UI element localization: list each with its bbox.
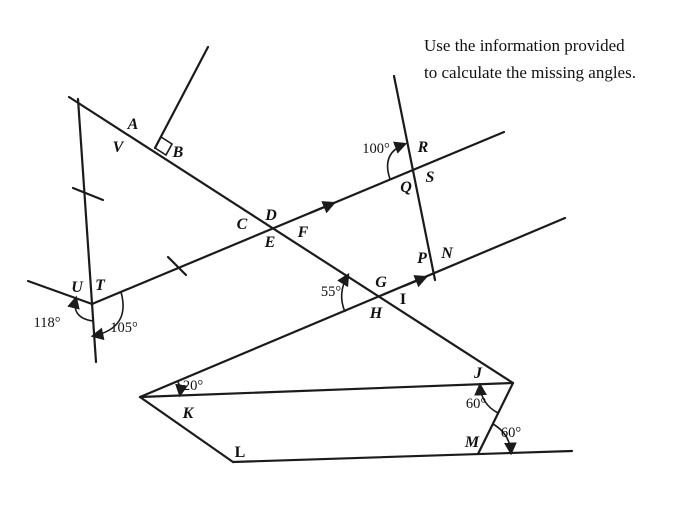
angle-value-60-j: 60°	[466, 396, 487, 412]
arc-20-at-k	[175, 381, 188, 398]
label-u: U	[71, 279, 84, 296]
label-t: T	[95, 277, 106, 294]
instruction-line-2: to calculate the missing angles.	[424, 63, 636, 82]
label-g: G	[375, 274, 387, 291]
parallel-arrow-icon	[308, 201, 337, 215]
label-i: I	[400, 291, 406, 308]
arc-105-at-t	[90, 291, 124, 341]
label-r: R	[417, 139, 429, 156]
triangle-left-side-line	[76, 97, 98, 364]
angle-labels: 100° 55° 118° 105° 20° 60° 60°	[33, 141, 521, 441]
transversal-line-a-to-j	[67, 95, 515, 385]
angle-value-100: 100°	[362, 141, 390, 157]
arc-60-at-j	[474, 382, 499, 414]
label-h: H	[369, 305, 383, 322]
segment-j-to-m	[476, 381, 515, 456]
label-l: L	[235, 444, 246, 461]
parallel-line-through-g	[138, 216, 567, 399]
diagram-marks	[71, 135, 429, 288]
ray-u-from-t-vertex	[26, 279, 94, 306]
right-angle-mark	[153, 135, 174, 157]
tick-mark-left-side	[71, 186, 105, 202]
perpendicular-segment-ab	[153, 45, 210, 150]
label-s: S	[426, 169, 435, 186]
label-f: F	[297, 224, 309, 241]
steep-line-r-to-n	[392, 74, 437, 282]
tick-mark-tc-side	[166, 255, 188, 277]
label-n: N	[440, 245, 454, 262]
label-d: D	[264, 207, 277, 224]
label-k: K	[182, 405, 195, 422]
angle-value-60-m: 60°	[501, 425, 522, 441]
angle-arcs	[67, 141, 517, 456]
label-j: J	[473, 365, 483, 382]
instruction-text: Use the information provided to calculat…	[424, 36, 636, 82]
instruction-line-1: Use the information provided	[424, 36, 625, 55]
parallel-line-through-q	[90, 130, 506, 306]
parallel-arrow-icon	[402, 275, 429, 288]
label-e: E	[264, 234, 276, 251]
angle-value-20: 20°	[183, 378, 204, 394]
arc-55-at-g	[337, 272, 350, 313]
label-a: A	[127, 116, 139, 133]
label-v: V	[113, 139, 125, 156]
point-labels: A V B C D E F G H I J K L M N P Q R S T …	[71, 116, 483, 461]
label-c: C	[237, 216, 248, 233]
segment-k-to-j	[138, 381, 515, 399]
angle-value-55: 55°	[321, 284, 342, 300]
label-p: P	[416, 250, 427, 267]
arc-118-at-u	[67, 295, 94, 322]
arc-60-at-m	[492, 423, 517, 456]
label-q: Q	[400, 179, 412, 196]
segment-k-to-l	[138, 395, 235, 464]
bottom-line-l-to-m-extended	[231, 449, 574, 464]
label-b: B	[172, 144, 184, 161]
angle-value-105: 105°	[110, 320, 138, 336]
arc-100-at-q	[386, 141, 408, 180]
diagram-lines	[26, 45, 574, 464]
label-m: M	[464, 434, 480, 451]
angle-value-118: 118°	[33, 315, 60, 331]
